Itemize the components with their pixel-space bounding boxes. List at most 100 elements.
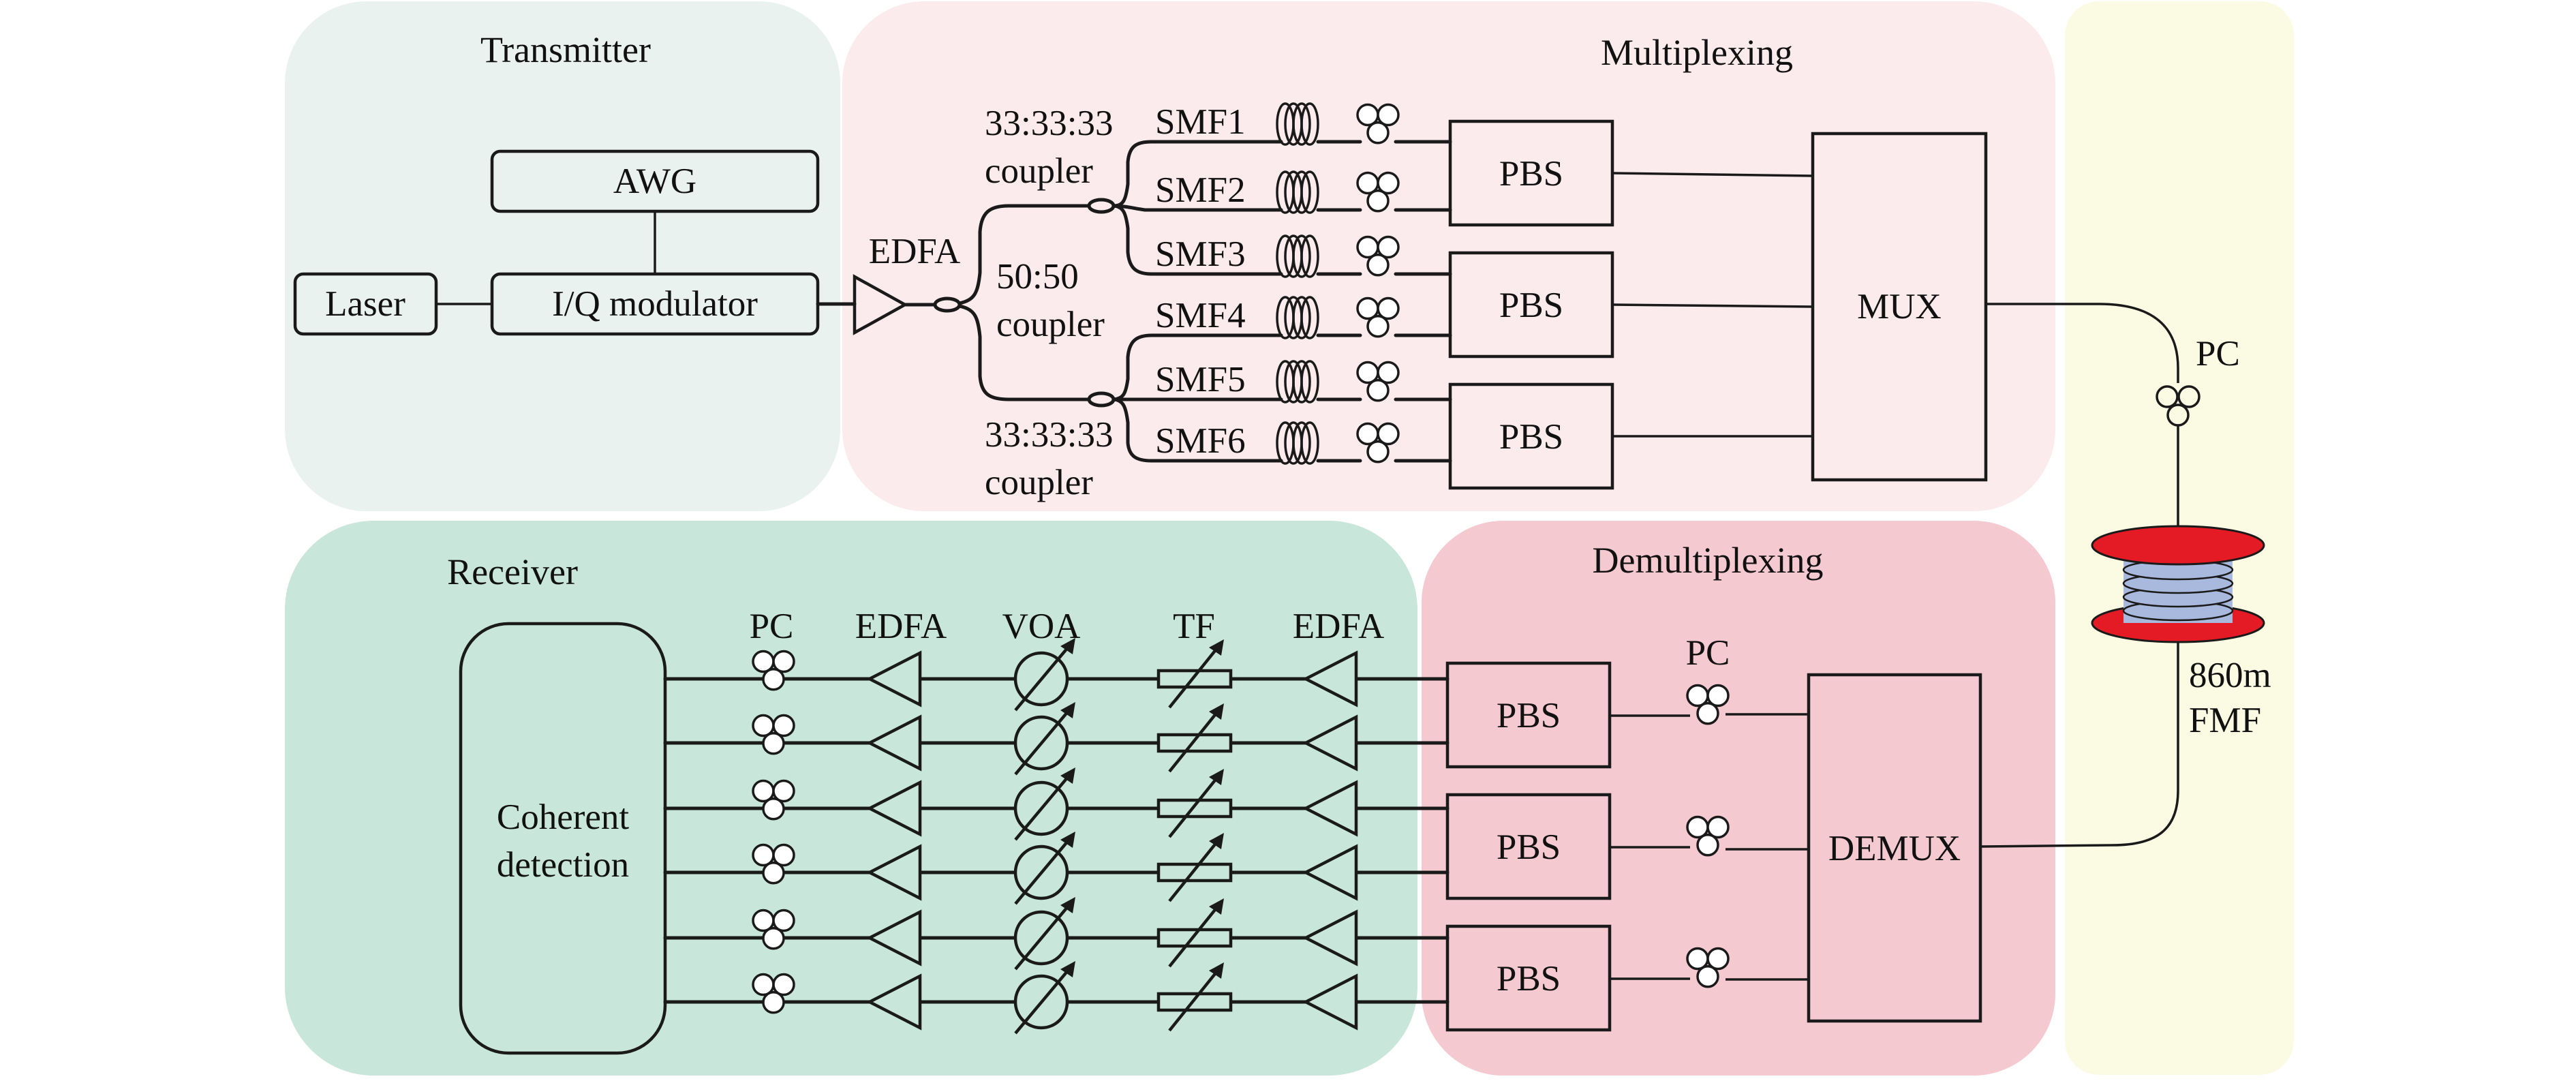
rx-edfa-right-amplifier <box>1302 650 1358 707</box>
laser-label: Laser <box>325 284 405 324</box>
fiber-length-label: 860m <box>2189 656 2271 695</box>
coupler-33-top-label-1: 33:33:33 <box>985 104 1113 143</box>
demux-label: DEMUX <box>1828 829 1961 868</box>
receiver-lane-4 <box>663 832 1450 905</box>
rx-pc-icon <box>752 973 795 1014</box>
smf-label-1: SMF1 <box>1155 102 1246 142</box>
receiver-lane-6 <box>663 961 1450 1035</box>
coherent-detection-label-1: Coherent <box>497 797 630 837</box>
coherent-detection-label-2: detection <box>497 845 629 885</box>
mux-pc-icon-5 <box>1356 361 1400 402</box>
receiver-panel <box>285 521 1417 1076</box>
receiver-lane-1 <box>663 638 1450 712</box>
demux-pc-icon-3 <box>1686 947 1730 988</box>
rx-edfa-right-amplifier <box>1302 714 1358 772</box>
awg-label: AWG <box>613 162 696 201</box>
rx-voa-label: VOA <box>1002 607 1081 646</box>
demux-pcs <box>1610 684 1809 988</box>
demux-pbs-label-1: PBS <box>1497 696 1561 735</box>
rx-pc-icon <box>752 779 795 821</box>
mux-pc-icon-4 <box>1356 296 1400 338</box>
voa-attenuator-icon <box>1013 638 1075 712</box>
rx-edfa-right-amplifier <box>1302 973 1358 1031</box>
mux-pbs-label-3: PBS <box>1499 417 1563 457</box>
tunable-filter-icon <box>1156 703 1233 773</box>
rx-edfa-left-label: EDFA <box>855 607 947 646</box>
rx-edfa-left-amplifier <box>866 909 922 966</box>
coupler-33-top-label-2: coupler <box>985 151 1093 191</box>
mux-pc-icon-2 <box>1356 171 1400 213</box>
smf-label-4: SMF4 <box>1155 296 1246 335</box>
mux-pc-icon-3 <box>1356 235 1400 277</box>
fiber-link: PC 860m FMF <box>1980 303 2271 848</box>
demux-pc-label: PC <box>1686 633 1730 673</box>
voa-attenuator-icon <box>1013 961 1075 1035</box>
multiplexing-title: Multiplexing <box>1601 32 1793 73</box>
demux-pbs-label-3: PBS <box>1497 959 1561 999</box>
coupler-33-bottom-label-2: coupler <box>985 463 1093 502</box>
iq-modulator-label: I/Q modulator <box>552 284 758 324</box>
smf-coil-icon <box>1276 170 1319 214</box>
voa-attenuator-icon <box>1013 832 1075 905</box>
tx-edfa-amplifier <box>853 274 908 335</box>
mux-pc-icon-1 <box>1356 103 1400 144</box>
rx-edfa-right-amplifier <box>1302 780 1358 837</box>
smf-coil-icon <box>1276 296 1319 339</box>
tx-edfa-label: EDFA <box>869 232 960 271</box>
rx-edfa-left-amplifier <box>866 650 922 707</box>
transmitter-components: AWG Laser I/Q modulator <box>293 149 857 336</box>
tunable-filter-icon <box>1156 962 1233 1032</box>
transmitter-panel <box>285 1 840 511</box>
rx-edfa-left-amplifier <box>866 973 922 1031</box>
demux-box <box>1807 673 1982 1023</box>
tunable-filter-icon <box>1156 898 1233 968</box>
coupler-50-label-1: 50:50 <box>996 257 1079 296</box>
tunable-filter-icon <box>1156 639 1233 709</box>
demultiplexing-components: DEMUX PC PBS PBS PBS <box>1445 633 1982 1032</box>
rx-pc-icon <box>752 714 795 755</box>
rx-edfa-right-label: EDFA <box>1293 607 1384 646</box>
smf-label-6: SMF6 <box>1155 421 1246 461</box>
demux-pbs-label-2: PBS <box>1497 827 1561 867</box>
receiver-lane-2 <box>663 702 1450 776</box>
demultiplexing-title: Demultiplexing <box>1593 540 1824 581</box>
fiber-pc-label: PC <box>2196 334 2240 374</box>
mux-box <box>1811 132 1988 482</box>
tunable-filter-icon <box>1156 769 1233 838</box>
receiver-lane-3 <box>663 767 1450 841</box>
rx-pc-icon <box>752 843 795 885</box>
rx-edfa-right-amplifier <box>1302 909 1358 966</box>
smf-label-3: SMF3 <box>1155 234 1246 274</box>
rx-pc-icon <box>752 909 795 950</box>
smf-coil-icon <box>1276 360 1319 404</box>
transmitter-title: Transmitter <box>480 29 651 70</box>
demux-pc-icon-2 <box>1686 815 1730 857</box>
smf-label-5: SMF5 <box>1155 360 1246 399</box>
rx-edfa-left-amplifier <box>866 714 922 772</box>
fmf-spool-icon <box>2091 525 2265 643</box>
rx-edfa-left-amplifier <box>866 780 922 837</box>
mux-pbs-label-2: PBS <box>1499 286 1563 325</box>
fiber-type-label: FMF <box>2189 701 2261 740</box>
smf-coil-icon <box>1276 421 1319 465</box>
smf-coil-icon <box>1276 234 1319 278</box>
voa-attenuator-icon <box>1013 897 1075 971</box>
mux-label: MUX <box>1857 287 1942 326</box>
receiver-lane-5 <box>663 897 1450 971</box>
coupler-33-bottom-label-1: 33:33:33 <box>985 415 1113 455</box>
mux-pbs-label-1: PBS <box>1499 154 1563 194</box>
receiver-title: Receiver <box>447 551 578 592</box>
smf-label-2: SMF2 <box>1155 170 1246 210</box>
coupler-50-label-2: coupler <box>996 305 1105 344</box>
smf-coil-icon <box>1276 102 1319 146</box>
multiplexing-components: EDFA 50:50 coupler 33:33:33 coupler 33:3… <box>853 102 1988 502</box>
voa-attenuator-icon <box>1013 767 1075 841</box>
receiver-components: Coherent detection PC EDFA VOA TF EDFA <box>459 607 1450 1055</box>
rx-tf-label: TF <box>1173 607 1215 646</box>
rx-pc-icon <box>752 650 795 691</box>
demultiplexing-panel <box>1422 521 2055 1076</box>
rx-edfa-left-amplifier <box>866 844 922 901</box>
